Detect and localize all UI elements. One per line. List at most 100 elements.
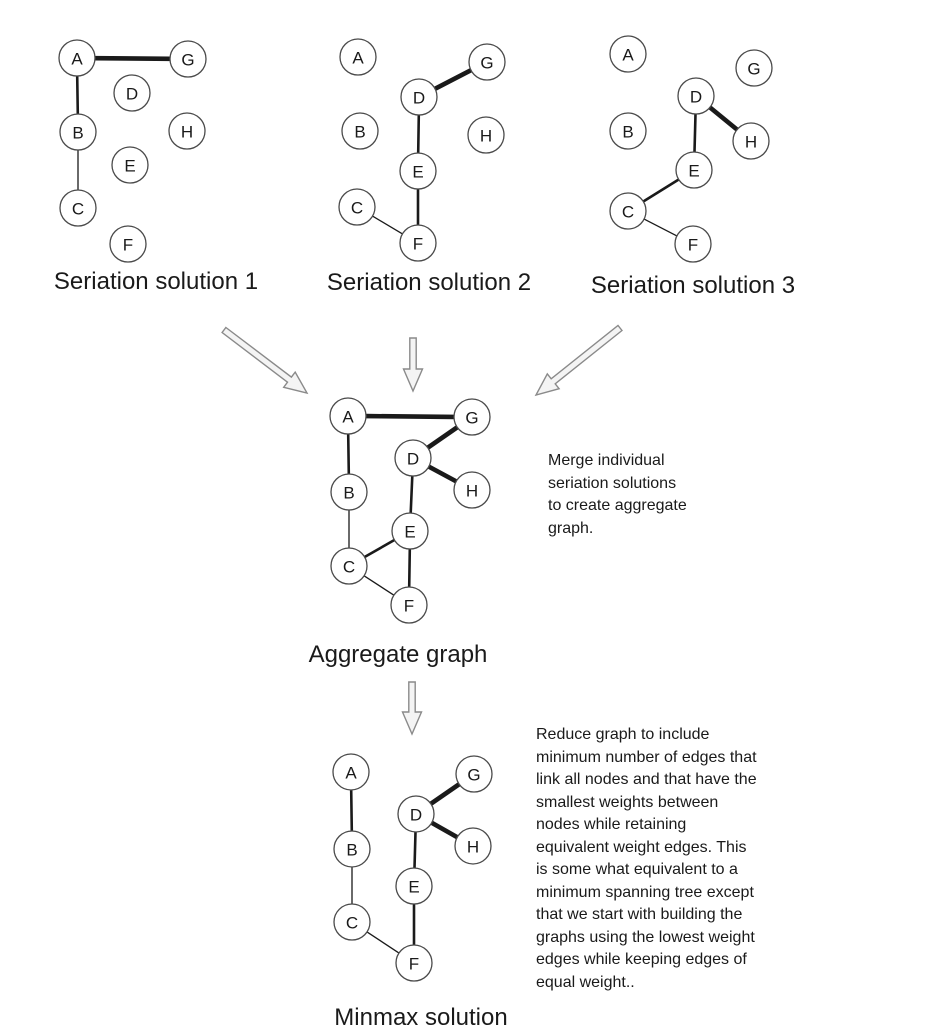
- node-circle: [467, 116, 505, 154]
- arrow-solution-3-to-aggregate: [534, 324, 623, 397]
- node-label: D: [407, 450, 419, 469]
- node-g: G: [169, 40, 207, 78]
- edge-c-e: [363, 538, 396, 559]
- note-line: seriation solutions: [548, 474, 677, 492]
- node-label: B: [72, 124, 83, 143]
- node-h: H: [467, 116, 505, 154]
- node-e: E: [399, 152, 437, 190]
- edge-c-f: [371, 215, 404, 235]
- node-c: C: [609, 192, 647, 230]
- node-b: B: [330, 473, 368, 511]
- node-circle: [399, 152, 437, 190]
- node-d: D: [394, 439, 432, 477]
- node-circle: [58, 39, 96, 77]
- node-circle: [454, 827, 492, 865]
- node-b: B: [341, 112, 379, 150]
- note-line: nodes while retaining: [536, 816, 687, 833]
- caption-minmax-solution: Minmax solution: [334, 1004, 507, 1031]
- node-circle: [455, 755, 493, 793]
- node-label: F: [123, 236, 133, 255]
- edge-d-g: [428, 781, 462, 807]
- edge-c-f: [643, 218, 678, 237]
- note-line: minimum number of edges that: [536, 748, 757, 766]
- node-a: A: [58, 39, 96, 77]
- edge-e-f: [407, 547, 412, 589]
- note-line: to create aggregate: [548, 497, 687, 514]
- node-e: E: [391, 512, 429, 550]
- node-label: A: [352, 49, 364, 68]
- node-label: C: [346, 914, 358, 933]
- node-h: H: [168, 112, 206, 150]
- edge-d-h: [429, 820, 460, 840]
- node-g: G: [455, 755, 493, 793]
- arrow-solution-1-to-aggregate: [221, 326, 309, 395]
- node-circle: [397, 795, 435, 833]
- note-line: graphs using the lowest weight: [536, 928, 755, 946]
- node-f: F: [109, 225, 147, 263]
- node-a: A: [339, 38, 377, 76]
- note-line: link all nodes and that have the: [536, 771, 757, 788]
- node-circle: [394, 439, 432, 477]
- node-h: H: [454, 827, 492, 865]
- node-circle: [395, 867, 433, 905]
- node-label: F: [404, 597, 414, 616]
- edge-d-h: [707, 105, 740, 132]
- node-circle: [329, 397, 367, 435]
- node-label: B: [346, 841, 357, 860]
- edge-d-e: [416, 113, 421, 155]
- node-g: G: [453, 398, 491, 436]
- node-circle: [330, 547, 368, 585]
- node-g: G: [468, 43, 506, 81]
- node-label: C: [622, 203, 634, 222]
- node-circle: [168, 112, 206, 150]
- node-circle: [109, 225, 147, 263]
- node-label: E: [408, 878, 419, 897]
- edge-a-b: [346, 432, 351, 476]
- note-line: equal weight..: [536, 973, 635, 991]
- node-label: D: [413, 89, 425, 108]
- edge-d-e: [409, 474, 414, 515]
- node-d: D: [677, 77, 715, 115]
- node-circle: [609, 112, 647, 150]
- merge-note: Merge individual seriation solutions to …: [548, 450, 687, 540]
- node-circle: [732, 122, 770, 160]
- node-label: G: [467, 766, 480, 785]
- node-label: H: [745, 133, 757, 152]
- node-label: E: [412, 163, 423, 182]
- node-label: H: [181, 123, 193, 142]
- note-line: graph.: [548, 519, 594, 537]
- node-label: B: [622, 123, 633, 142]
- node-d: D: [397, 795, 435, 833]
- node-circle: [59, 113, 97, 151]
- note-line: minimum spanning tree except: [536, 883, 754, 901]
- node-circle: [333, 830, 371, 868]
- edge-d-e: [693, 112, 697, 154]
- node-circle: [453, 398, 491, 436]
- node-label: H: [480, 127, 492, 146]
- caption-seriation-solution-3: Seriation solution 3: [591, 272, 795, 299]
- node-circle: [609, 35, 647, 73]
- node-a: A: [329, 397, 367, 435]
- arrow-aggregate-to-minmax: [401, 681, 423, 736]
- node-label: A: [622, 46, 634, 65]
- node-label: A: [342, 408, 354, 427]
- node-b: B: [59, 113, 97, 151]
- node-circle: [333, 903, 371, 941]
- node-d: D: [113, 74, 151, 112]
- node-label: C: [351, 199, 363, 218]
- node-e: E: [395, 867, 433, 905]
- node-a: A: [332, 753, 370, 791]
- node-circle: [468, 43, 506, 81]
- node-label: D: [690, 88, 702, 107]
- node-circle: [332, 753, 370, 791]
- node-label: B: [354, 123, 365, 142]
- node-label: E: [688, 162, 699, 181]
- node-label: F: [688, 236, 698, 255]
- node-circle: [609, 192, 647, 230]
- node-circle: [675, 151, 713, 189]
